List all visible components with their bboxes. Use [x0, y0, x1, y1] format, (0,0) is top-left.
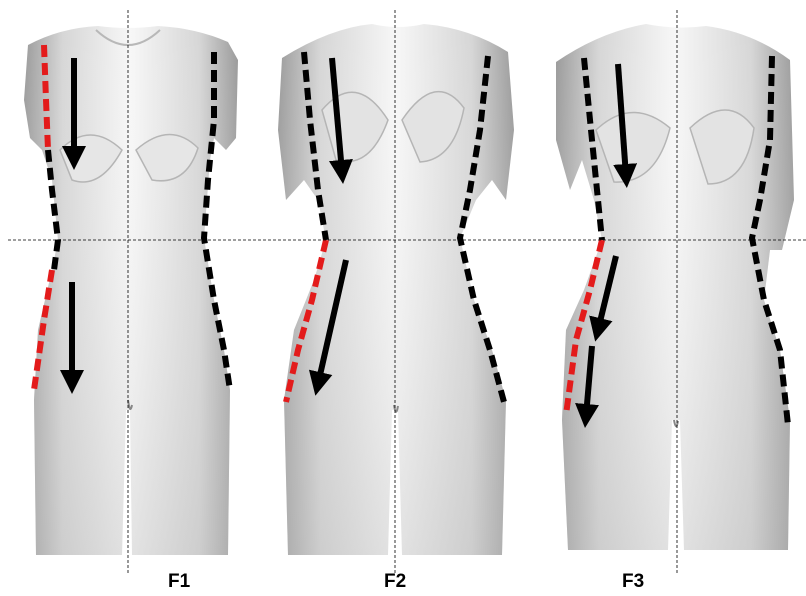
figure-f3 [556, 10, 794, 575]
figure-f1 [24, 10, 238, 575]
figure-label-f1: F1 [168, 572, 190, 591]
torso-scan-f2 [278, 24, 514, 555]
figure-label-f2: F2 [384, 572, 406, 591]
figure-label-f3: F3 [622, 572, 644, 591]
figure-f2 [278, 10, 514, 575]
torso-scan-f1 [24, 26, 238, 555]
torso-scan-f3 [556, 24, 794, 550]
